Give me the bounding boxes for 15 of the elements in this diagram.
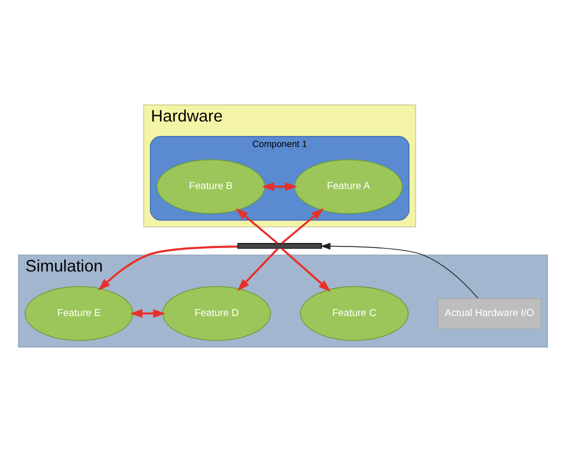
arrow [262,182,298,191]
node-ellipse: Feature D [162,286,271,341]
arrow [98,246,238,291]
node-ellipse: Feature B [156,159,266,214]
arrow [320,242,478,299]
node-ellipse: Feature E [24,286,134,341]
arrow [281,248,331,292]
arrow [236,208,278,244]
arrow [130,309,166,318]
arrow [237,248,279,292]
node-bar [237,243,322,249]
node-box: Actual Hardware I/O [438,298,542,329]
node-ellipse: Feature C [300,286,409,341]
node-ellipse: Feature A [294,159,403,214]
arrow [281,208,324,244]
